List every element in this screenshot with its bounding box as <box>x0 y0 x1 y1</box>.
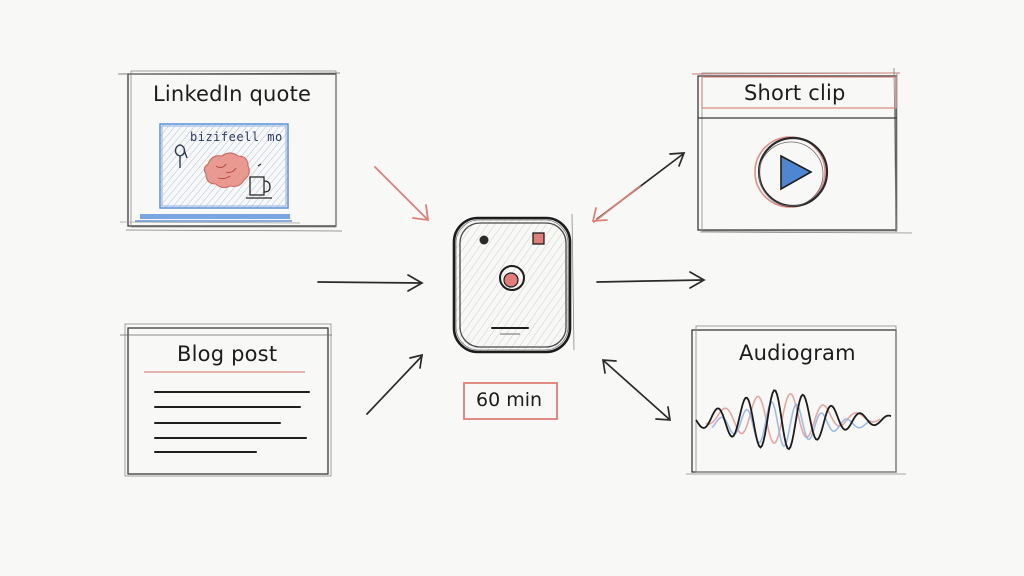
short-clip-title: Short clip <box>744 81 846 105</box>
arrow-out-right <box>596 271 706 289</box>
arrow-short-clip <box>591 152 686 223</box>
arrow-audiogram <box>601 359 672 421</box>
linkedin-quote-inner-text: bizifeell mo <box>190 130 283 144</box>
mug-icon <box>246 176 272 199</box>
blog-post-title: Blog post <box>177 342 278 366</box>
blog-post-card <box>120 323 332 477</box>
arrows <box>317 152 706 421</box>
blog-text-lines <box>154 391 310 453</box>
brain-icon <box>203 152 250 189</box>
arrow-in-blog <box>366 353 424 415</box>
duration-badge-box <box>463 382 558 420</box>
short-clip-card <box>691 67 913 234</box>
quote-image <box>135 123 292 222</box>
play-button-icon <box>754 136 829 208</box>
audiogram-card <box>686 325 906 475</box>
duration-label: 60 min <box>476 389 543 411</box>
microphone-icon <box>174 144 188 168</box>
arrow-in-left <box>317 274 424 292</box>
audiogram-title: Audiogram <box>739 341 856 365</box>
recording-device <box>452 213 575 354</box>
linkedin-quote-card <box>117 70 343 232</box>
linkedin-quote-title: LinkedIn quote <box>153 82 312 106</box>
arrow-in-red <box>374 166 430 222</box>
audio-waveform <box>695 389 892 451</box>
